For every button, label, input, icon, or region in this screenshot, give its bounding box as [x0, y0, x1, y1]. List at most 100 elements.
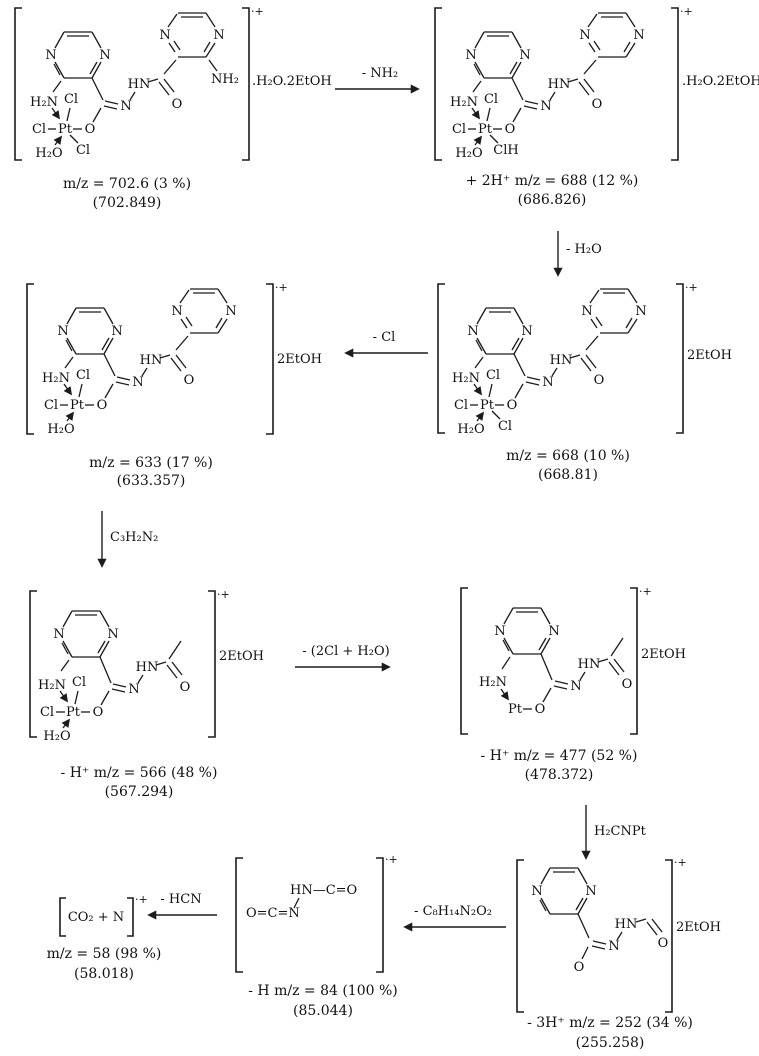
structure-m477-skeleton: ·+ N N H₂N	[460, 585, 652, 735]
bracket-right	[676, 283, 684, 434]
radical-cation-charge: ·+	[217, 588, 230, 601]
solvate-label: 2EtOH	[641, 647, 686, 662]
atom-nitrogen: N	[57, 324, 68, 339]
atom-labels: CO₂ + N	[68, 910, 124, 925]
atom-oxygen: O	[184, 373, 195, 388]
calc-caption: (58.018)	[74, 966, 134, 982]
atom-aqua: H₂O	[47, 422, 74, 437]
atom-amine: H₂N	[450, 95, 478, 110]
atom-nitrogen: N	[608, 939, 619, 954]
atom-nh: HN	[615, 917, 638, 932]
radical-cation-charge: ·+	[674, 856, 687, 869]
calc-caption: (686.826)	[517, 192, 587, 208]
bond-lines	[539, 867, 663, 960]
atom-nitrogen: N	[225, 304, 236, 319]
atom-oxygen: O	[507, 398, 518, 413]
fragment-ocn: O=C=N	[246, 906, 300, 921]
atom-platinum: Pt	[66, 705, 81, 720]
atom-chloride: Cl	[64, 92, 78, 107]
arrow-label: - Cl	[372, 330, 396, 345]
atom-nitrogen: N	[531, 884, 542, 899]
bracket-left	[437, 283, 445, 434]
structure-m633-skeleton: ·+	[26, 281, 288, 437]
atom-platinum: Pt	[70, 398, 85, 413]
arrow-label: C₃H₂N₂	[110, 530, 159, 545]
solvate-label: 2EtOH	[277, 352, 322, 367]
solvate-label: 2EtOH	[219, 649, 264, 664]
mass-caption: m/z = 58 (98 %)	[46, 946, 162, 962]
atom-chloride: Cl	[452, 122, 466, 137]
bond-lines	[56, 610, 183, 729]
arrow-minus-c8h14n2o2: - C₈H₁₄N₂O₂	[398, 904, 508, 933]
structure-m477: ·+ N N H₂N	[455, 582, 755, 792]
atom-nitrogen: N	[107, 627, 118, 642]
atom-labels: N N H₂N Cl Cl Pt O Cl H₂O N HN O N N	[452, 304, 647, 437]
atom-labels: N N H₂N Pt O N HN O	[479, 624, 632, 717]
arrow-h2cnpt: H₂CNPt	[580, 804, 660, 868]
structure-m84: ·+ HN—C=O O=C=N - H m/z = 84 (100 %) (85…	[230, 852, 400, 1022]
atom-chloride: Cl	[76, 368, 90, 383]
atom-labels: N N H₂N Cl Cl Pt O Cl H₂O N HN O N N NH₂	[30, 28, 239, 161]
structure-m688: ·+	[428, 2, 759, 217]
bond-lines	[468, 12, 636, 146]
atom-oxygen: O	[592, 97, 603, 112]
atom-nitrogen: N	[519, 48, 530, 63]
bracket-right	[208, 590, 216, 738]
arrow-line	[295, 662, 391, 672]
atom-nitrogen: N	[581, 304, 592, 319]
calc-caption: (668.81)	[538, 467, 598, 483]
arrow-line	[581, 805, 591, 860]
atom-oxygen: O	[594, 373, 605, 388]
atom-amine: H₂N	[42, 371, 70, 386]
structure-m58-skeleton: ·+ CO₂ + N	[59, 893, 148, 937]
radical-cation-charge: ·+	[275, 281, 288, 294]
atom-oxygen: O	[172, 97, 183, 112]
arrow-label: - (2Cl + H₂O)	[302, 644, 390, 659]
atom-nitrogen: N	[213, 28, 224, 43]
arrow-label: H₂CNPt	[594, 824, 646, 839]
atom-chloride: Cl	[454, 398, 468, 413]
mass-caption: - H⁺ m/z = 566 (48 %)	[60, 765, 218, 781]
structure-m702-skeleton: ·+	[14, 5, 264, 161]
bracket-right	[242, 7, 250, 161]
radical-cation-charge: ·+	[680, 5, 693, 18]
atom-nitrogen: N	[128, 682, 139, 697]
structure-m566-skeleton: ·+	[29, 588, 230, 744]
atom-platinum: Pt	[478, 122, 493, 137]
atom-oxygen: O	[85, 122, 96, 137]
calc-caption: (85.044)	[293, 1003, 353, 1019]
radical-cation-charge: ·+	[385, 853, 398, 866]
mass-caption: + 2H⁺ m/z = 688 (12 %)	[465, 173, 639, 189]
arrow-line	[344, 348, 428, 358]
atom-aqua: H₂O	[43, 729, 70, 744]
bracket-left	[29, 590, 37, 738]
structure-m84-skeleton: ·+ HN—C=O O=C=N	[235, 853, 398, 973]
bracket-right	[266, 283, 274, 435]
bond-lines	[500, 607, 625, 710]
atom-chloride: Cl	[486, 368, 500, 383]
structure-m668-skeleton: ·+	[437, 281, 698, 437]
calc-caption: (633.357)	[116, 473, 186, 489]
bracket-left	[434, 7, 442, 161]
atom-nh: HN	[550, 353, 573, 368]
atom-labels: N N H₂N Cl Cl Pt O H₂O N HN O	[38, 627, 190, 744]
atom-nitrogen: N	[53, 627, 64, 642]
atom-chloride: Cl	[498, 419, 512, 434]
atom-oxygen: O	[505, 122, 516, 137]
atom-amine: H₂N	[38, 678, 66, 693]
bracket-left	[14, 7, 22, 161]
atom-nh: HN	[128, 77, 151, 92]
atom-chloride: Cl	[484, 92, 498, 107]
structure-m58: ·+ CO₂ + N m/z = 58 (98 %) (58.018)	[4, 890, 214, 990]
bracket-left	[460, 587, 468, 735]
atom-oxygen: O	[622, 677, 633, 692]
atom-aqua: H₂O	[35, 146, 62, 161]
atom-nitrogen: N	[465, 48, 476, 63]
atom-amine: H₂N	[452, 371, 480, 386]
radical-cation-charge: ·+	[251, 5, 264, 18]
mass-caption: m/z = 633 (17 %)	[89, 455, 213, 471]
structure-m688-skeleton: ·+	[434, 5, 693, 161]
atom-amine: H₂N	[479, 675, 507, 690]
atom-aqua: H₂O	[455, 146, 482, 161]
atom-oxygen: O	[180, 680, 191, 695]
